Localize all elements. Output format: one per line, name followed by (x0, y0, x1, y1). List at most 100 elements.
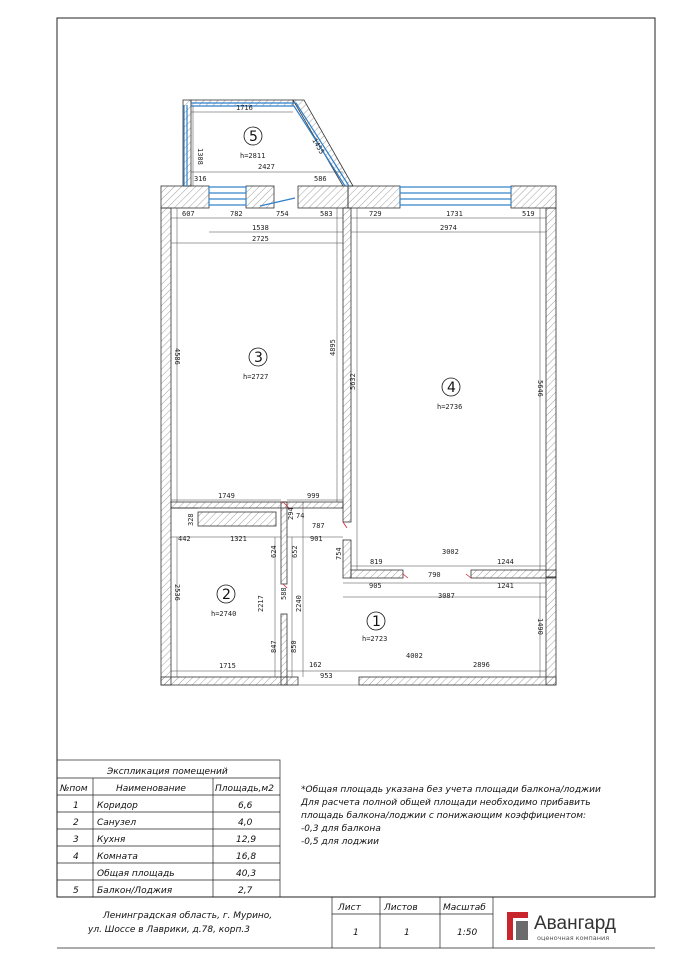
dim-label: 1716 (236, 104, 253, 112)
company-logo: Авангард оценочная компания (507, 912, 616, 942)
dim-label: 4895 (329, 339, 337, 356)
dim-label: 624 (270, 545, 278, 558)
dim-label: 901 (310, 535, 323, 543)
row-name: Санузел (97, 818, 136, 828)
address-line-1: Ленинградская область, г. Мурино, (102, 911, 272, 921)
room-1-marker: 1 h=2723 (362, 611, 387, 643)
room-4-marker: 4 h=2736 (437, 377, 462, 411)
explication-text: Экспликация помещений №пом Наименование … (59, 767, 274, 896)
sheet-label: Лист (337, 903, 362, 913)
dim-label: 586 (314, 175, 327, 183)
dim-label: 652 (291, 545, 299, 558)
dim-label: 2240 (295, 595, 303, 612)
row-area: 12,9 (236, 835, 256, 845)
dim-label: 905 (369, 582, 382, 590)
area-note: *Общая площадь указана без учета площади… (300, 785, 601, 847)
svg-text:h=2723: h=2723 (362, 635, 387, 643)
svg-text:h=2811: h=2811 (240, 152, 265, 160)
note-line: Для расчета полной общей площади необход… (300, 798, 591, 808)
room-2-marker: 2 h=2740 (211, 584, 236, 618)
svg-text:1: 1 (372, 614, 381, 630)
dim-label: 754 (276, 210, 289, 218)
row-area: 6,6 (238, 801, 253, 811)
company-subtitle: оценочная компания (537, 934, 609, 942)
svg-text:2: 2 (222, 587, 231, 603)
dimension-labels: 1716 1308 1455 2427 316 586 607 782 754 … (173, 104, 544, 680)
note-line: -0,3 для балкона (301, 824, 381, 834)
address-line-2: ул. Шоссе в Лаврики, д.78, корп.3 (87, 925, 250, 935)
dim-label: 1715 (219, 662, 236, 670)
dim-label: 847 (270, 640, 278, 653)
dim-label: 729 (369, 210, 382, 218)
dim-label: 1244 (497, 558, 514, 566)
room-3-marker: 3 h=2727 (243, 347, 268, 381)
dim-label: 1308 (196, 148, 204, 165)
dim-label: 782 (230, 210, 243, 218)
dim-label: 442 (178, 535, 191, 543)
dim-label: 1538 (252, 224, 269, 232)
row-area: 2,7 (238, 886, 253, 896)
dim-label: 3087 (438, 592, 455, 600)
note-line: -0,5 для лоджии (301, 837, 379, 847)
dim-label: 2896 (473, 661, 490, 669)
row-area: 16,8 (236, 852, 256, 862)
svg-text:h=2740: h=2740 (211, 610, 236, 618)
company-name: Авангард (534, 913, 616, 934)
sheets-label: Листов (383, 903, 418, 913)
row-number: 2 (73, 818, 79, 828)
svg-text:h=2736: h=2736 (437, 403, 462, 411)
dim-label: 328 (187, 513, 195, 526)
dim-label: 999 (307, 492, 320, 500)
dim-label: 787 (312, 522, 325, 530)
svg-text:4: 4 (447, 380, 456, 396)
svg-text:h=2727: h=2727 (243, 373, 268, 381)
dim-label: 1490 (536, 618, 544, 635)
svg-text:5: 5 (249, 129, 258, 145)
dim-label: 850 (290, 640, 298, 653)
scale-value: 1:50 (457, 928, 477, 938)
row-name: Кухня (97, 835, 126, 845)
dim-label: 1241 (497, 582, 514, 590)
dim-label: 3002 (442, 548, 459, 556)
row-number: 4 (73, 852, 79, 862)
scale-label: Масштаб (443, 903, 486, 913)
dim-label: 519 (522, 210, 535, 218)
dim-label: 74 (296, 512, 304, 520)
row-name: Коридор (97, 801, 138, 811)
dim-label: 4002 (406, 652, 423, 660)
doors (282, 501, 472, 589)
dim-label: 607 (182, 210, 195, 218)
dim-label: 5632 (349, 373, 357, 390)
dim-label: 583 (320, 210, 333, 218)
dim-label: 819 (370, 558, 383, 566)
row-number: 1 (73, 801, 79, 811)
dim-label: 162 (309, 661, 322, 669)
explication-caption: Экспликация помещений (106, 767, 228, 777)
dim-label: 790 (428, 571, 441, 579)
note-line: *Общая площадь указана без учета площади… (301, 785, 601, 795)
note-line: площадь балкона/лоджии с понижающим коэф… (301, 811, 586, 821)
dim-label: 754 (335, 547, 343, 560)
row-name: Общая площадь (97, 869, 175, 879)
header-area: Площадь,м2 (215, 784, 274, 794)
dim-label: 588 (280, 587, 288, 600)
row-name: Балкон/Лоджия (97, 886, 173, 896)
title-block-text: Ленинградская область, г. Мурино, ул. Шо… (87, 903, 486, 938)
room-5-marker: 5 h=2811 (240, 126, 265, 160)
row-area: 40,3 (236, 869, 256, 879)
explication-table (56, 759, 281, 898)
dim-label: 2536 (173, 584, 181, 601)
dim-label: 1731 (446, 210, 463, 218)
logo-mark-icon (507, 912, 528, 940)
sheets-value: 1 (404, 928, 410, 938)
title-block (57, 896, 655, 949)
sheet-frame (56, 17, 656, 898)
svg-text:3: 3 (254, 350, 263, 366)
dim-label: 953 (320, 672, 333, 680)
dim-label: 2217 (257, 595, 265, 612)
row-number: 3 (73, 835, 79, 845)
dim-label: 1749 (218, 492, 235, 500)
dim-label: 1321 (230, 535, 247, 543)
walls (160, 99, 557, 686)
